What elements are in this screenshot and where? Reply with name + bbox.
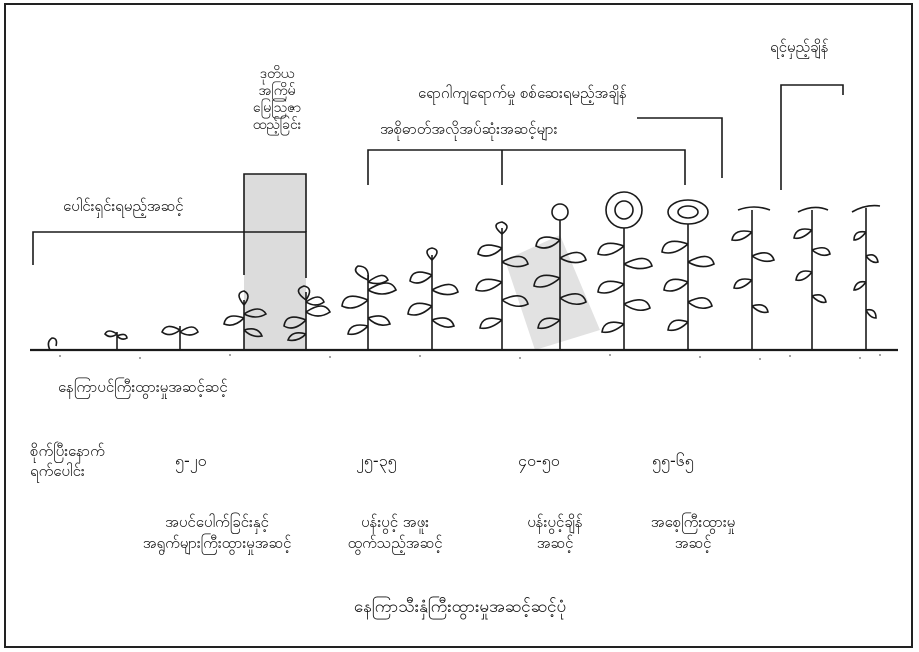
diagram-frame xyxy=(4,3,913,648)
weeding-phase-label: ပေါင်းရှင်းရမည့်အဆင့် xyxy=(63,197,184,215)
plant-stage-5 xyxy=(283,285,332,350)
plant-stage-6 xyxy=(341,265,398,350)
day-range-2: ၂၅-၃၅ xyxy=(356,451,397,470)
stage-description-3: ပန်းပွင့်ချိန် အဆင့် xyxy=(500,512,610,554)
plant-stage-11 xyxy=(661,199,715,350)
water-bracket xyxy=(367,149,686,185)
plant-stage-4 xyxy=(223,290,268,350)
stage-description-4-line-1: အစေ့ကြီးထွားမှု xyxy=(650,513,736,531)
plant-stage-9 xyxy=(533,203,587,350)
plant-stage-12 xyxy=(731,206,775,350)
days-after-sowing-line-2: ရက်ပေါင်း xyxy=(30,462,85,480)
water-shade xyxy=(505,235,600,350)
soil-texture xyxy=(59,354,881,360)
second-fertilizer-line-4: ထည့်ခြင်း xyxy=(252,117,302,133)
plant-stage-7 xyxy=(407,247,459,350)
stage-description-1-line-2: အရွက်များကြီးထွားမှုအဆင့် xyxy=(142,534,292,552)
plant-stage-13 xyxy=(793,206,831,350)
growth-stages-label: နေကြာပင်ကြီးထွားမှုအဆင့်ဆင့် xyxy=(58,378,228,396)
stage-description-3-line-2: အဆင့် xyxy=(536,534,574,552)
plant-stage-3 xyxy=(161,325,199,350)
day-range-1: ၅-၂၀ xyxy=(175,451,207,470)
stage-description-1: အပင်ပေါက်ခြင်းနှင့် အရွက်များကြီးထွားမှု… xyxy=(112,512,322,554)
stage-description-2-line-2: ထွက်သည့်အဆင့် xyxy=(347,534,443,552)
second-fertilizer-line-1: ဒုတိယ xyxy=(259,66,295,82)
plant-stage-8 xyxy=(475,221,529,350)
plant-stage-10 xyxy=(597,191,653,350)
day-range-4: ၅၅-၆၅ xyxy=(652,451,694,470)
plant-stage-14 xyxy=(851,204,881,350)
plant-stage-2 xyxy=(104,330,128,350)
plant-stage-1 xyxy=(47,337,58,351)
day-range-3: ၄၀-၅၀ xyxy=(518,451,560,470)
fertilizer-shade xyxy=(244,174,306,350)
days-after-sowing-label: စိုက်ပြီးနောက် ရက်ပေါင်း xyxy=(30,441,105,481)
harvest-label: ရင့်မှည့်ချိန် xyxy=(770,38,829,56)
fertilizer-bracket xyxy=(243,173,307,275)
stage-description-4-line-2: အဆင့် xyxy=(674,534,712,552)
stage-description-4: အစေ့ကြီးထွားမှု အဆင့် xyxy=(628,512,758,554)
stage-description-1-line-1: အပင်ပေါက်ခြင်းနှင့် xyxy=(165,513,269,531)
critical-water-label: အစိုဓာတ်အလိုအပ်ဆုံးအဆင့်များ xyxy=(380,120,558,138)
second-fertilizer-line-3: မြေဩဇာ xyxy=(252,100,302,116)
stage-description-2: ပန်းပွင့် အဖူး ထွက်သည့်အဆင့် xyxy=(330,512,460,554)
diagram-title: နေကြာသီးနှံကြီးထွားမှုအဆင့်ဆင့်ပုံ xyxy=(353,597,567,617)
pest-inspection-label: ရောဂါကျရောက်မှု စစ်ဆေးရမည့်အချိန် xyxy=(418,84,627,102)
days-after-sowing-line-1: စိုက်ပြီးနောက် xyxy=(30,442,105,460)
stage-description-3-line-1: ပန်းပွင့်ချိန် xyxy=(527,513,583,531)
second-fertilizer-line-2: အကြိမ် xyxy=(258,83,296,99)
stage-description-2-line-1: ပန်းပွင့် အဖူး xyxy=(361,513,429,531)
pest-bracket xyxy=(637,117,723,178)
harvest-bracket xyxy=(780,84,844,190)
weeding-bracket xyxy=(32,231,307,278)
second-fertilizer-label: ဒုတိယ အကြိမ် မြေဩဇာ ထည့်ခြင်း xyxy=(246,66,308,134)
